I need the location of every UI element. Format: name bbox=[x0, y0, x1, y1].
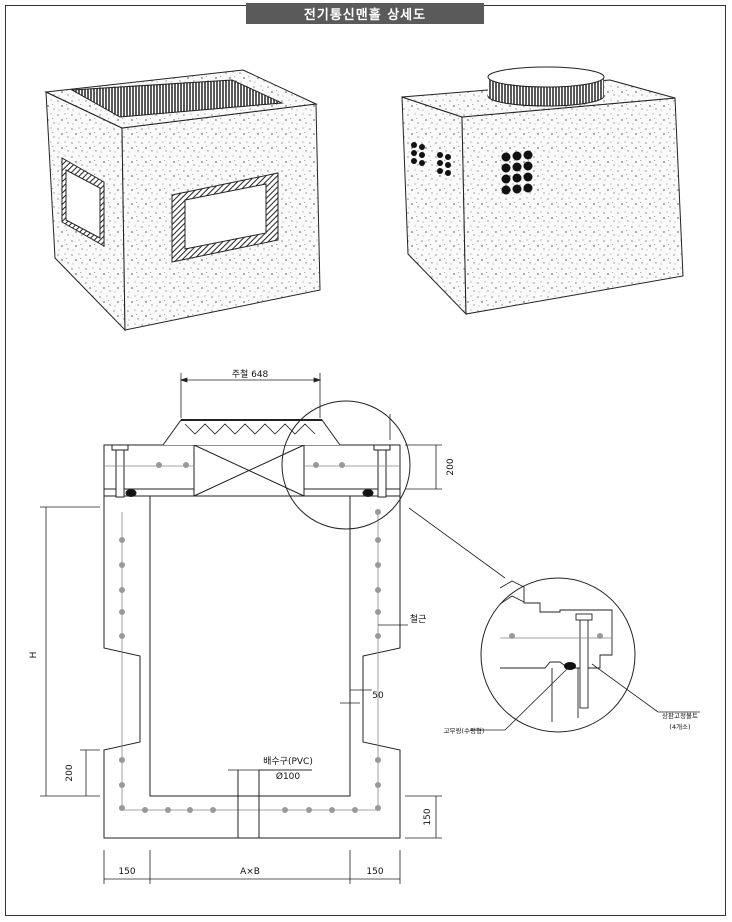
dim-200-left: 200 bbox=[65, 764, 75, 781]
detail-enlarged bbox=[480, 577, 659, 733]
label-rebar: 철근 bbox=[410, 614, 427, 625]
label-cast-iron: 주철 648 bbox=[232, 369, 269, 380]
dimension-lines bbox=[40, 373, 700, 884]
box-3d-left bbox=[44, 69, 321, 332]
detail-marker-circle bbox=[281, 400, 411, 530]
label-anchor-bolt-count: (4개소) bbox=[669, 722, 690, 731]
dim-200-top: 200 bbox=[446, 458, 456, 475]
label-ab: A×B bbox=[240, 867, 260, 877]
dim-150-right: 150 bbox=[366, 867, 383, 877]
label-anchor-bolt: 상판고정볼트 bbox=[662, 711, 698, 720]
dim-150-bottom: 150 bbox=[423, 808, 433, 825]
label-rubber-ring: 고무링(수평형) bbox=[444, 726, 485, 735]
dim-50: 50 bbox=[372, 691, 384, 701]
dim-150-left: 150 bbox=[118, 867, 135, 877]
section-drawing bbox=[103, 419, 401, 839]
box-3d-right bbox=[401, 66, 684, 316]
rebar-dots bbox=[119, 462, 381, 813]
label-height: H bbox=[29, 652, 39, 659]
label-drain-size: Ø100 bbox=[276, 771, 301, 782]
label-drain: 배수구(PVC) bbox=[263, 756, 313, 767]
drawing-title: 전기통신맨홀 상세도 bbox=[246, 3, 484, 24]
